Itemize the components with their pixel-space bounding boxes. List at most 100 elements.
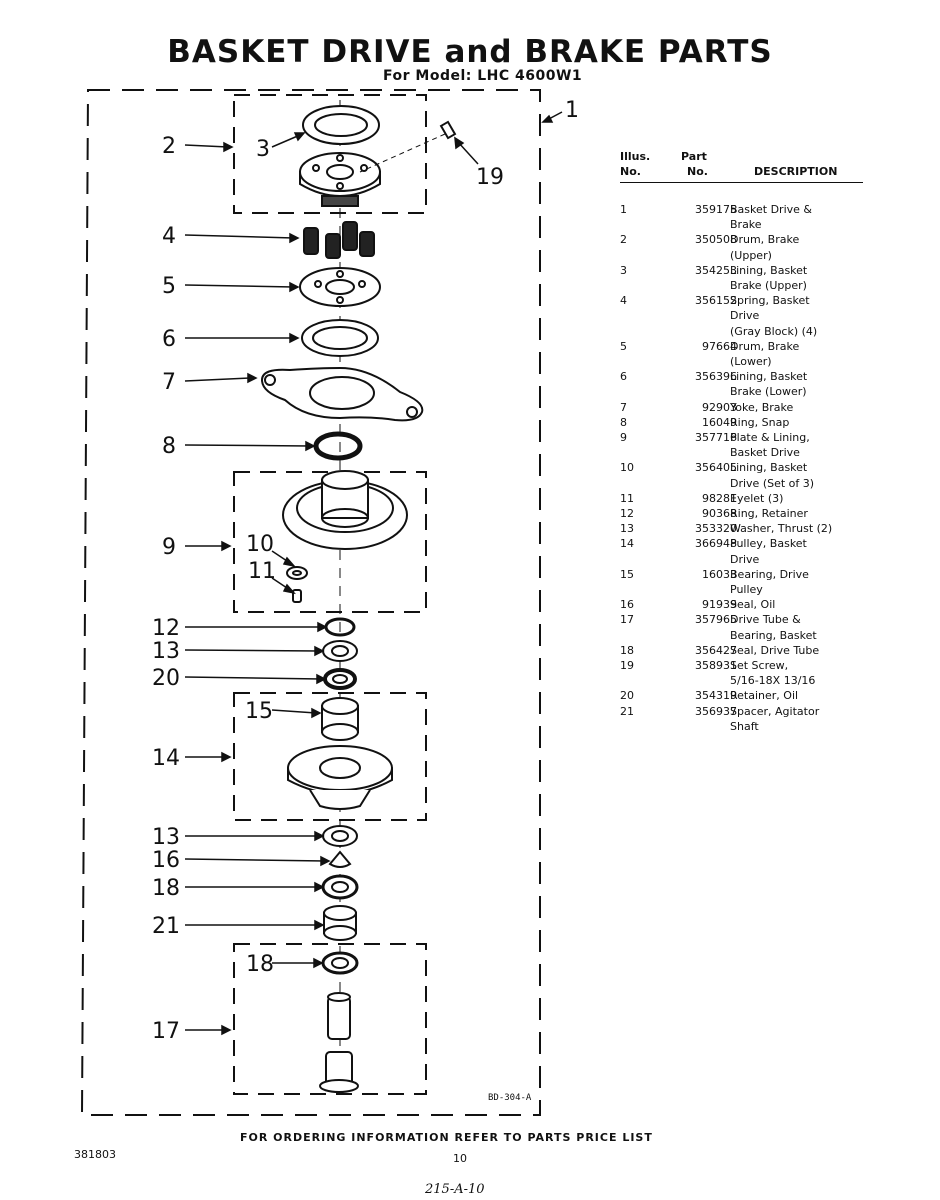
- callout-5: 5: [162, 274, 176, 299]
- part-4-springs: [303, 221, 375, 259]
- part-14-pulley: [287, 745, 393, 810]
- header-part-2: No.: [687, 165, 708, 178]
- description-line: Drum, Brake: [730, 233, 800, 247]
- part-number: 354319: [695, 689, 737, 703]
- description-line: Pulley: [730, 583, 763, 596]
- part-number: 16049: [702, 415, 737, 429]
- description-line: Drive: [730, 309, 760, 323]
- part-number: 354253: [695, 263, 737, 277]
- illus-number: 1: [620, 203, 627, 216]
- part-8-snap-ring: [313, 431, 363, 461]
- subassembly-box-17: [233, 943, 427, 1095]
- description-line: Drum, Brake: [730, 339, 800, 353]
- part-number: 350508: [695, 233, 737, 247]
- part-number: 353320: [695, 522, 737, 536]
- part-18-drive-tube-seal-box: [321, 951, 359, 975]
- part-number: 92903: [702, 400, 737, 414]
- illus-number: 16: [620, 598, 634, 612]
- illus-number: 9: [620, 431, 627, 444]
- description-line: Basket Drive &: [730, 203, 812, 216]
- illus-number: 20: [620, 689, 634, 703]
- description-line: (Upper): [730, 248, 772, 262]
- description-line: Lining, Basket: [730, 263, 808, 277]
- part-description: Washer, Thrust (2): [730, 521, 870, 536]
- description-line: Yoke, Brake: [730, 400, 794, 414]
- description-line: Retainer, Oil: [730, 689, 799, 703]
- description-line: Bearing, Drive: [730, 567, 809, 581]
- part-number: 357716: [695, 431, 737, 444]
- part-21-spacer: [323, 905, 357, 941]
- handwritten-note: 215-A-10: [425, 1182, 485, 1197]
- part-number: 356427: [695, 643, 737, 657]
- part-number: 358931: [695, 659, 737, 672]
- header-illus-1: Illus.: [620, 150, 651, 163]
- page-number: 10: [453, 1152, 467, 1165]
- description-line: Spacer, Agitator: [730, 704, 820, 718]
- part-number: 356405: [695, 461, 737, 475]
- subassembly-box-14: [233, 692, 427, 821]
- description-line: Brake (Lower): [730, 385, 807, 399]
- model-subtitle: For Model: LHC 4600W1: [383, 68, 583, 84]
- part-18-drive-tube-seal: [321, 874, 359, 900]
- callout-17: 17: [152, 1019, 180, 1044]
- description-line: Drive (Set of 3): [730, 476, 815, 490]
- part-7-brake-yoke: [260, 366, 424, 422]
- part-description: Ring, Retainer: [730, 506, 870, 521]
- callout-18-upper: 18: [152, 876, 180, 901]
- description-line: 5/16-18X 13/16: [730, 674, 816, 688]
- part-number: 90368: [702, 507, 737, 520]
- callout-21: 21: [152, 914, 180, 939]
- part-number: 16033: [702, 567, 737, 581]
- part-16-oil-seal: [328, 850, 352, 868]
- callout-19: 19: [476, 165, 504, 190]
- description-line: Lining, Basket: [730, 461, 808, 475]
- part-3-upper-lining: [302, 105, 380, 145]
- illus-number: 13: [620, 522, 634, 536]
- callout-8: 8: [162, 434, 176, 459]
- callout-13-upper: 13: [152, 639, 180, 664]
- subassembly-box-9: [233, 471, 427, 613]
- illus-number: 5: [620, 339, 627, 353]
- part-10-11-eyelet: [286, 566, 308, 603]
- description-line: Drive: [730, 552, 760, 566]
- description-line: Pulley, Basket: [730, 537, 807, 551]
- callout-13-lower: 13: [152, 825, 180, 850]
- illus-number: 18: [620, 643, 634, 657]
- part-number: 356152: [695, 294, 737, 308]
- illus-number: 2: [620, 233, 627, 247]
- callout-15: 15: [245, 699, 273, 724]
- illus-number: 14: [620, 537, 634, 551]
- description-line: Seal, Drive Tube: [730, 643, 820, 657]
- part-description: Drive Tube &Bearing, Basket: [730, 612, 870, 642]
- description-line: Ring, Snap: [730, 415, 790, 429]
- part-6-lower-lining: [301, 319, 379, 357]
- part-description: Plate & Lining,Basket Drive: [730, 430, 870, 460]
- part-9-drive-plate: [282, 470, 408, 550]
- description-line: Shaft: [730, 719, 759, 733]
- part-description: Ring, Snap: [730, 415, 870, 430]
- description-line: Ring, Retainer: [730, 507, 808, 520]
- description-line: Drive Tube &: [730, 613, 801, 627]
- illus-number: 3: [620, 263, 627, 277]
- header-rule: [620, 182, 863, 183]
- part-19-set-screw: [359, 120, 457, 173]
- part-description: Yoke, Brake: [730, 400, 870, 415]
- illus-number: 11: [620, 491, 634, 505]
- callout-1: 1: [565, 98, 579, 123]
- callout-3: 3: [256, 137, 270, 162]
- page-title: BASKET DRIVE and BRAKE PARTS: [167, 34, 773, 70]
- callout-12: 12: [152, 616, 180, 641]
- callout-14: 14: [152, 746, 180, 771]
- part-description: Basket Drive &Brake: [730, 202, 870, 232]
- description-line: Basket Drive: [730, 446, 800, 460]
- part-number: 97664: [702, 339, 737, 353]
- part-number: 356396: [695, 370, 737, 384]
- callout-2: 2: [162, 134, 176, 159]
- callout-10: 10: [246, 532, 274, 557]
- part-number: 98281: [702, 491, 737, 505]
